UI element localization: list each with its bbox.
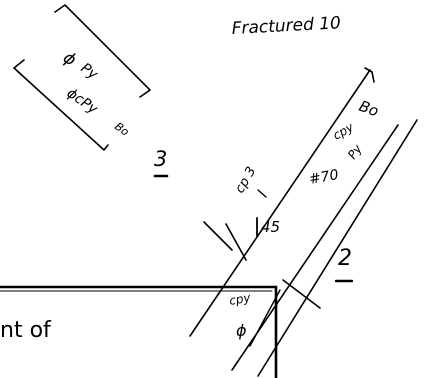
region-3-label: 3 — [154, 147, 167, 171]
corner-cpy-label: cpy — [228, 290, 252, 308]
band-line-outer-left — [189, 69, 371, 337]
band-tick-left-1 — [203, 221, 233, 251]
band-tick-left-2 — [225, 223, 247, 261]
upper-left-bracket-top — [54, 4, 151, 98]
band-line-outer-right — [257, 119, 418, 377]
footer-text: nt of — [0, 318, 52, 343]
upper-left-bo-label: Bo — [112, 120, 131, 139]
band-line-outer-left-hook — [364, 67, 375, 83]
region-2-label: 2 — [338, 246, 352, 271]
frame-corner-diagonal — [249, 289, 281, 347]
corner-phi-label: ϕ — [236, 321, 247, 340]
dim-45-label: 45 — [261, 218, 280, 236]
heading-text: Fractured 10 — [231, 13, 341, 39]
band-crosshair-tick — [257, 189, 267, 198]
upper-left-bracket-bottom — [13, 59, 109, 151]
upper-left-phi-cpy-label: ϕcPy — [64, 85, 101, 118]
band-hash-70-label: #70 — [308, 167, 340, 188]
upper-left-py-label: Py — [78, 60, 101, 83]
upper-left-phi-label: ϕ — [59, 48, 80, 71]
band-py-label: Py — [345, 141, 365, 162]
band-cp3-label: cp 3 — [232, 164, 259, 196]
band-bo-label: Bo — [357, 97, 381, 121]
band-tick-right — [282, 279, 321, 309]
